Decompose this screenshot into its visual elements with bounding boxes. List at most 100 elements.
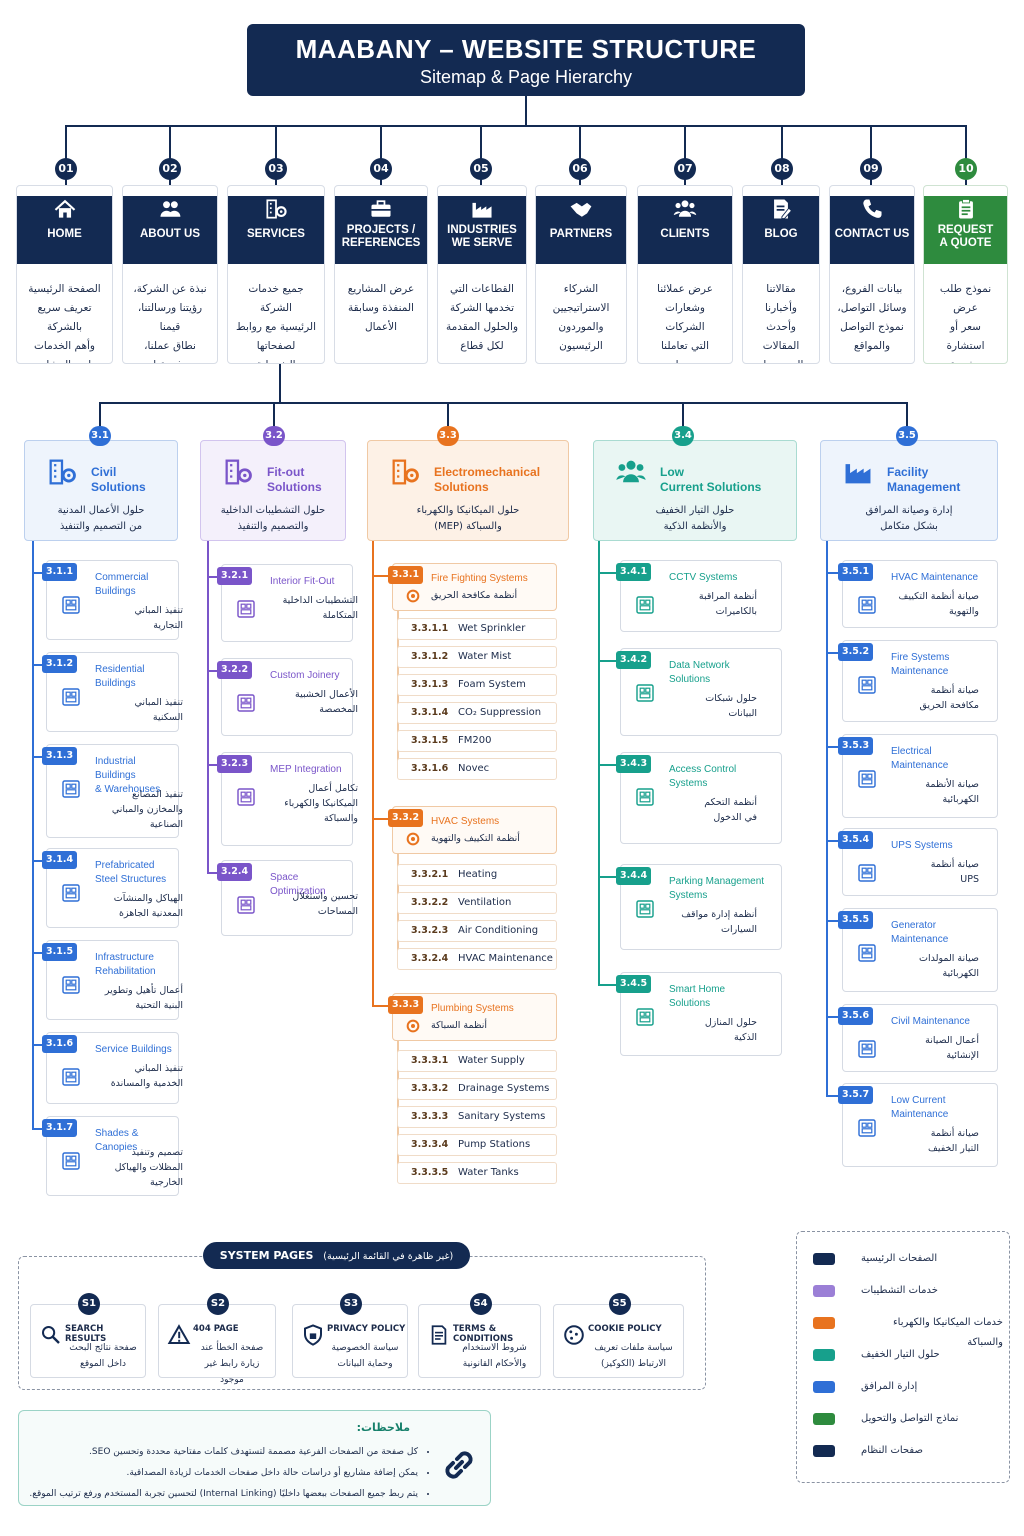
description-line: عرض عملائنا (657, 283, 713, 295)
subservice-title-line: UPS Systems (891, 840, 953, 851)
connector (32, 1044, 46, 1046)
system-pages-label: SYSTEM PAGES (219, 1249, 314, 1262)
subservice-title-line: Custom Joinery (270, 670, 340, 681)
connector (525, 96, 527, 126)
main-page-label: ABOUT US (139, 228, 201, 240)
description-line: رؤيتنا ورسالتنا، قيمنا (137, 302, 203, 333)
factory-icon (472, 202, 492, 218)
description-line: وابرز المشاريع (23, 356, 106, 363)
description-line: الرئيسية مع روابط (235, 321, 316, 333)
legend-swatch (813, 1445, 835, 1457)
connector (826, 652, 842, 654)
connector (207, 541, 209, 874)
description-line: أنظمة المراقبة (698, 591, 757, 602)
description-line: والمواقع (853, 340, 891, 352)
system-item-number: 3.3.2.1 (411, 869, 449, 880)
shield-lock-icon (304, 1324, 322, 1346)
connector (965, 125, 967, 185)
page-number-badge: 07 (674, 158, 696, 180)
connector (826, 541, 828, 1097)
description-line: البيانات (728, 708, 757, 719)
description-line: الأعمال الخشبية (294, 689, 358, 700)
description-line: المنفذة وسابقة (348, 302, 414, 314)
generic-icon (858, 1040, 876, 1058)
subservice-title: Service Buildings (95, 1043, 172, 1057)
handshake-icon (570, 202, 592, 217)
connector (579, 125, 581, 185)
